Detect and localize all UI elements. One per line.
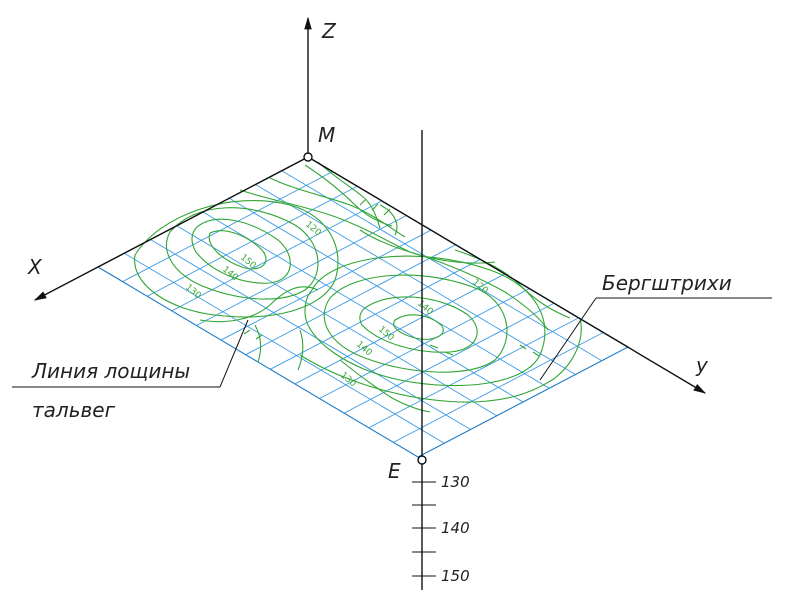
contour-edge-1 <box>254 324 262 363</box>
contour-ridge-1 <box>239 189 496 264</box>
callout-hachures: Бергштрихи <box>539 271 772 381</box>
grid-line-v-2 <box>255 184 576 375</box>
contour-ridge-4 <box>317 161 381 229</box>
contour-left-outer3 <box>199 286 319 323</box>
contour-ridge-6 <box>454 249 571 319</box>
point-m-label: M <box>318 123 335 147</box>
contour-lines <box>134 161 582 413</box>
callout-hachures-label: Бергштрихи <box>602 271 732 295</box>
scale-label-140: 140 <box>441 519 470 537</box>
point-m <box>303 152 313 162</box>
contour-label-140: 140 <box>354 340 374 359</box>
contour-label-130: 130 <box>338 371 358 390</box>
grid-line-v-5 <box>176 225 497 417</box>
contour-ridge-3 <box>304 164 393 227</box>
point-e-label: E <box>388 459 401 483</box>
grid-line-v-7 <box>124 252 445 444</box>
y-axis-label: y <box>695 353 709 377</box>
contour-left-mid <box>191 218 291 284</box>
scale-label-130: 130 <box>441 473 470 491</box>
contour-left-outer2 <box>134 200 339 318</box>
callout-thalweg: Линия лощины тальвег <box>12 319 249 422</box>
z-axis-label: Z <box>321 19 337 43</box>
point-e <box>417 455 427 465</box>
grid-line-v-3 <box>229 197 550 389</box>
contour-edge-2 <box>297 329 304 371</box>
grid-line-v-1 <box>281 170 602 362</box>
y-axis <box>307 156 707 394</box>
hachure-ticks <box>243 198 540 357</box>
contour-right-outer <box>323 274 508 373</box>
contour-ridge-5 <box>359 229 549 331</box>
contour-ridge-2 <box>269 177 406 238</box>
elevation-scale: 130 140 150 <box>412 473 470 585</box>
callout-thalweg-leader <box>219 319 249 388</box>
x-axis <box>33 156 309 301</box>
contour-right-inner <box>393 314 444 340</box>
contour-edge-3 <box>339 359 431 413</box>
contour-left-inner <box>208 230 267 270</box>
scale-label-150: 150 <box>441 567 470 585</box>
callout-thalweg-line1: Линия лощины <box>31 359 190 383</box>
callout-thalweg-line2: тальвег <box>32 398 116 422</box>
contour-ridge-7 <box>379 204 398 236</box>
contour-right-mid <box>359 296 478 353</box>
contour-right-outer3 <box>299 317 582 403</box>
x-axis-label: X <box>27 255 43 279</box>
callout-hachures-leader <box>539 297 597 381</box>
